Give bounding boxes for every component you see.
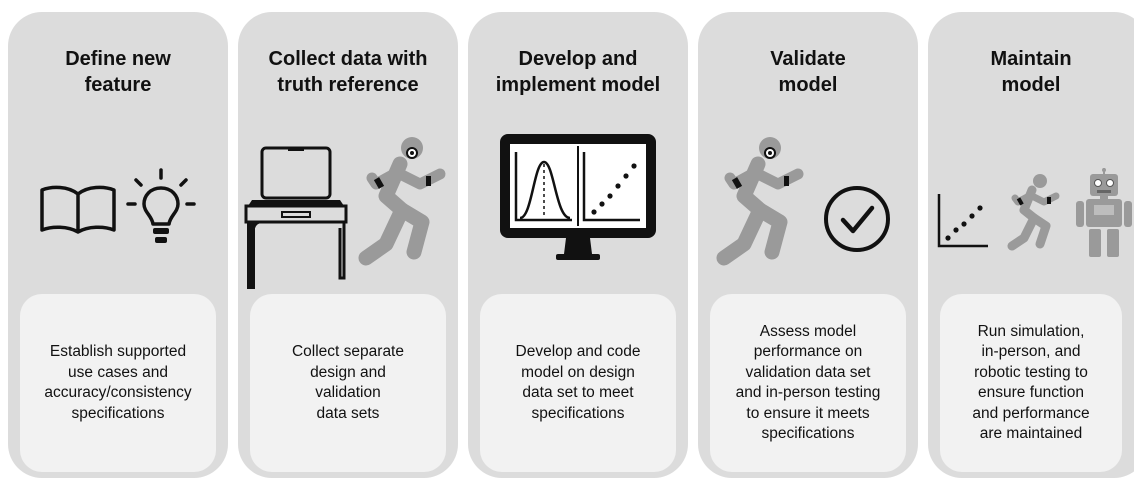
robot-icon xyxy=(1076,168,1132,257)
step-description: Collect separate design and validation d… xyxy=(250,294,446,472)
step-card-validate-model: Validate model Assess model performance … xyxy=(698,12,918,478)
monitor-with-charts-icon xyxy=(500,134,656,260)
scatter-plot-icon xyxy=(937,194,988,248)
step-icons xyxy=(698,132,918,292)
open-book-icon xyxy=(40,185,116,234)
runner-icon xyxy=(1007,174,1060,251)
runner-with-sensors-icon xyxy=(716,137,804,266)
step-icons xyxy=(8,132,228,292)
checkmark-circle-icon xyxy=(824,186,890,252)
step-description: Run simulation, in-person, and robotic t… xyxy=(940,294,1122,472)
laptop-on-desk-icon xyxy=(244,146,348,289)
step-description: Develop and code model on design data se… xyxy=(480,294,676,472)
step-card-define-feature: Define new feature Establish supported u… xyxy=(8,12,228,478)
step-card-collect-data: Collect data with truth reference Collec… xyxy=(238,12,458,478)
step-title: Define new feature xyxy=(65,48,171,96)
step-title: Develop and implement model xyxy=(495,48,661,96)
step-card-maintain-model: Maintain model xyxy=(928,12,1134,478)
step-description: Assess model performance on validation d… xyxy=(710,294,906,472)
step-icons xyxy=(468,132,688,292)
step-title: Maintain model xyxy=(990,48,1072,96)
step-icons xyxy=(238,132,458,292)
lightbulb-icon xyxy=(126,168,196,243)
step-description: Establish supported use cases and accura… xyxy=(20,294,216,472)
runner-with-sensors-icon xyxy=(358,137,446,266)
step-icons xyxy=(928,132,1134,292)
step-title: Collect data with truth reference xyxy=(268,48,428,96)
step-title: Validate model xyxy=(770,48,846,96)
step-card-develop-model: Develop and implement model Develop and … xyxy=(468,12,688,478)
